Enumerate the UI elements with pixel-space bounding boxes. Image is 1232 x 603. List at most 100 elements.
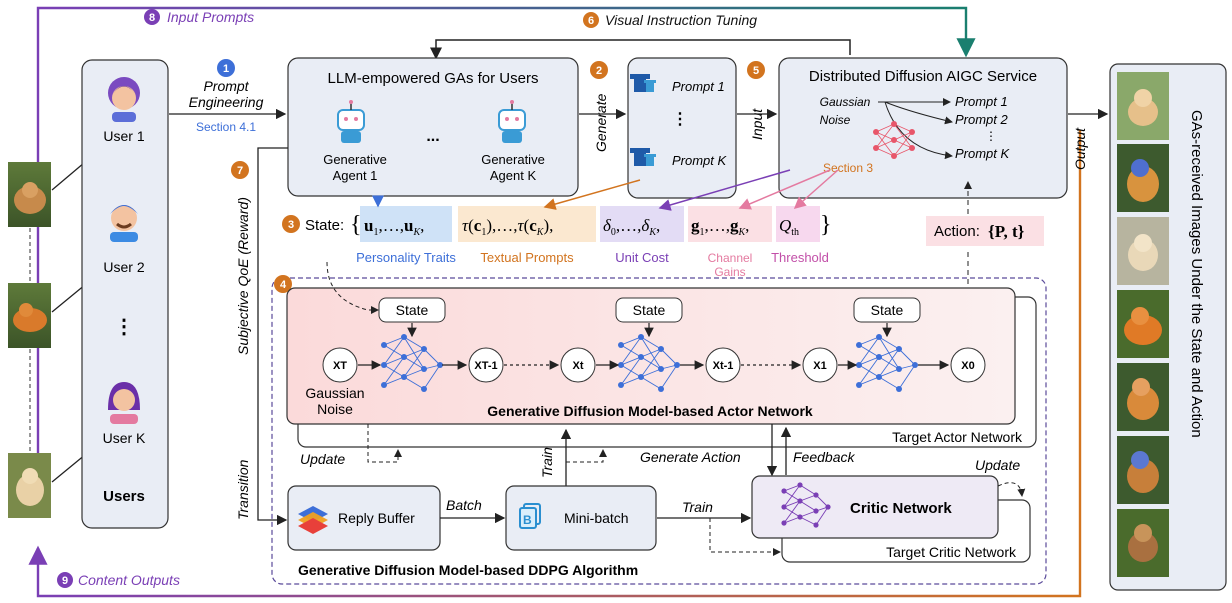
batch-label: Batch: [446, 497, 482, 513]
svg-text:1: 1: [223, 63, 229, 75]
svg-text:6: 6: [588, 15, 594, 27]
update-critic-dash: [997, 482, 1026, 497]
robot-k-icon: [498, 100, 526, 143]
qoe-label: 7 Subjective QoE (Reward): [231, 161, 251, 355]
minibatch-icon: B: [519, 503, 541, 529]
feedback-label: Feedback: [793, 449, 855, 465]
transition-label: Transition: [235, 459, 251, 520]
visual-tuning-label: 6 Visual Instruction Tuning: [583, 12, 757, 28]
svg-text:Content Outputs: Content Outputs: [78, 572, 180, 588]
users-panel: User 1 User 2 ⋮ User K Users: [81, 59, 169, 529]
text-type-icon-k: [630, 148, 656, 166]
svg-text:Threshold: Threshold: [771, 250, 829, 265]
update-actor-dash: [367, 424, 402, 463]
svg-text:X0: X0: [961, 360, 974, 372]
svg-text:...: ...: [426, 128, 439, 145]
user-2-label: User 2: [103, 259, 144, 275]
svg-text:State:: State:: [305, 217, 344, 234]
input-prompts-loop: [36, 6, 976, 464]
actor-state-boxes: State State State: [378, 297, 921, 323]
qoe-transition-line: [257, 147, 288, 526]
svg-text:State: State: [871, 302, 904, 318]
ddpg-step-badge: 4: [274, 275, 292, 293]
reply-buffer-box: Reply Buffer: [287, 485, 441, 551]
users-title: Users: [103, 488, 145, 505]
gas-box: LLM-empowered GAs for Users Generative A…: [287, 57, 579, 197]
train-label-vertical: Train: [539, 447, 555, 478]
svg-text:XT: XT: [333, 360, 347, 372]
actor-nn-icons: [382, 336, 916, 390]
user-1-label: User 1: [103, 128, 144, 144]
svg-text:Generative: Generative: [481, 152, 545, 167]
state-row: 3 State: { u1,…,uK, τ(c1),…,τ(cK), δ0,…,…: [282, 206, 832, 279]
neural-net-icon: [875, 123, 913, 157]
svg-text:Qth: Qth: [779, 216, 799, 238]
svg-text:Agent 1: Agent 1: [333, 168, 378, 183]
svg-text:{: {: [350, 212, 362, 238]
svg-text:State: State: [633, 302, 666, 318]
svg-text:u1,…,uK,: u1,…,uK,: [364, 216, 424, 238]
svg-text:Section 3: Section 3: [823, 161, 873, 175]
robot-1-icon: [337, 100, 365, 143]
svg-text:Visual Instruction Tuning: Visual Instruction Tuning: [605, 12, 757, 28]
generate-step: 2 Generate: [590, 61, 609, 152]
svg-text:9: 9: [62, 575, 68, 587]
svg-text:Generate: Generate: [593, 93, 609, 152]
svg-text:Input Prompts: Input Prompts: [167, 9, 254, 25]
svg-text:g1,…,gK,: g1,…,gK,: [691, 216, 749, 238]
minibatch-box: B Mini-batch: [505, 485, 657, 551]
svg-text:Agent K: Agent K: [490, 168, 537, 183]
visual-tuning-arrow: [430, 39, 851, 60]
critic-box: Critic Network: [751, 475, 999, 539]
svg-text:{P, t}: {P, t}: [988, 222, 1025, 241]
svg-text:3: 3: [288, 219, 294, 231]
svg-text:B: B: [523, 513, 532, 527]
prompts-box: Prompt 1 ⋮ Prompt K: [627, 57, 737, 199]
svg-text:⋮: ⋮: [985, 129, 997, 143]
input-prompts-label: 8 Input Prompts: [144, 9, 254, 25]
svg-text:Generative: Generative: [323, 152, 387, 167]
chain-arrows: [358, 323, 950, 370]
svg-text:δ0,…,δK,: δ0,…,δK,: [603, 216, 660, 238]
received-images-panel: GAs-received Images Under the State and …: [1109, 63, 1227, 591]
svg-text:4: 4: [280, 279, 287, 291]
received-images-caption: GAs-received Images Under the State and …: [1188, 110, 1205, 438]
svg-text:Reply Buffer: Reply Buffer: [338, 510, 415, 526]
user-1-avatar: [108, 77, 140, 122]
svg-text:5: 5: [753, 65, 759, 77]
svg-text:State: State: [396, 302, 429, 318]
train-critic-label: Train: [682, 499, 713, 515]
svg-text:X1: X1: [813, 360, 826, 372]
ddpg-region: [271, 277, 1047, 585]
diffusion-chain: XT XT-1 Xt Xt-1 X1 X0: [322, 347, 986, 383]
layers-icon: [298, 506, 328, 534]
svg-text:Textual Prompts: Textual Prompts: [480, 250, 574, 265]
action-box: Action: {P, t}: [926, 216, 1044, 246]
aigc-service-box: Distributed Diffusion AIGC Service Gauss…: [778, 57, 1068, 199]
svg-text:2: 2: [596, 65, 602, 77]
left-image-strip: [8, 162, 51, 518]
svg-text:Xt-1: Xt-1: [713, 360, 734, 372]
svg-text:Noise: Noise: [820, 113, 851, 127]
svg-text:Prompt 2: Prompt 2: [955, 112, 1009, 127]
state-arrow-pink-2: [793, 169, 839, 209]
svg-text:Critic Network: Critic Network: [850, 500, 952, 517]
state-to-actor-dash: [326, 261, 379, 314]
update-label: Update: [300, 451, 345, 467]
gas-title: LLM-empowered GAs for Users: [328, 70, 539, 87]
svg-text:Distributed Diffusion AIGC Ser: Distributed Diffusion AIGC Service: [809, 68, 1037, 85]
svg-text:Section 4.1: Section 4.1: [196, 120, 256, 134]
user-2-avatar: [110, 205, 138, 242]
svg-text:Xt: Xt: [573, 360, 584, 372]
svg-text:Prompt K: Prompt K: [672, 153, 728, 168]
train-target-dash: [566, 449, 607, 463]
svg-text:Prompt K: Prompt K: [955, 146, 1011, 161]
user-k-label: User K: [103, 430, 146, 446]
prompt-engineering-step: 1 Prompt Engineering Section 4.1: [189, 59, 264, 134]
svg-text:Input: Input: [749, 108, 765, 140]
svg-text:Noise: Noise: [317, 401, 353, 417]
svg-text:8: 8: [149, 12, 155, 24]
svg-text:Prompt 1: Prompt 1: [672, 79, 725, 94]
